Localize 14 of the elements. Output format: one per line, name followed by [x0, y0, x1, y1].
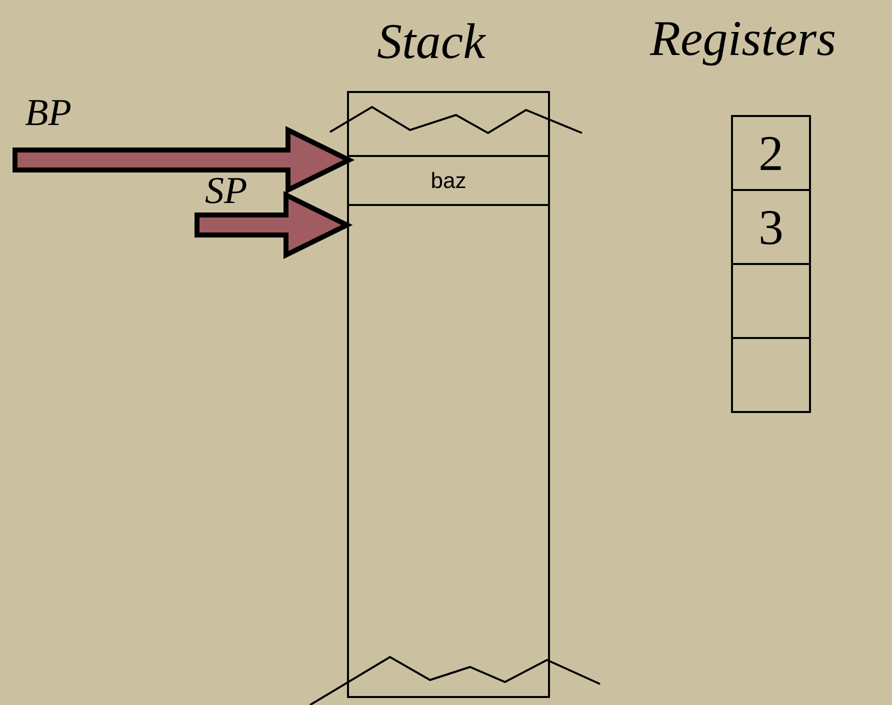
- register-slot: [731, 189, 811, 265]
- block-arrow: [194, 190, 353, 260]
- stack-heading: Stack: [377, 13, 486, 69]
- register-slot: [731, 337, 811, 413]
- stack-slot: [349, 155, 548, 206]
- edge-label: BP: [25, 92, 72, 134]
- register-slot: [731, 263, 811, 339]
- slot-value: 3: [758, 202, 784, 252]
- register-slot: [731, 115, 811, 191]
- block-arrow: [12, 126, 355, 194]
- slot-value: baz: [430, 170, 466, 192]
- edge-label: SP: [205, 170, 248, 212]
- slot-value: 2: [758, 128, 784, 178]
- registers-heading: Registers: [650, 10, 836, 66]
